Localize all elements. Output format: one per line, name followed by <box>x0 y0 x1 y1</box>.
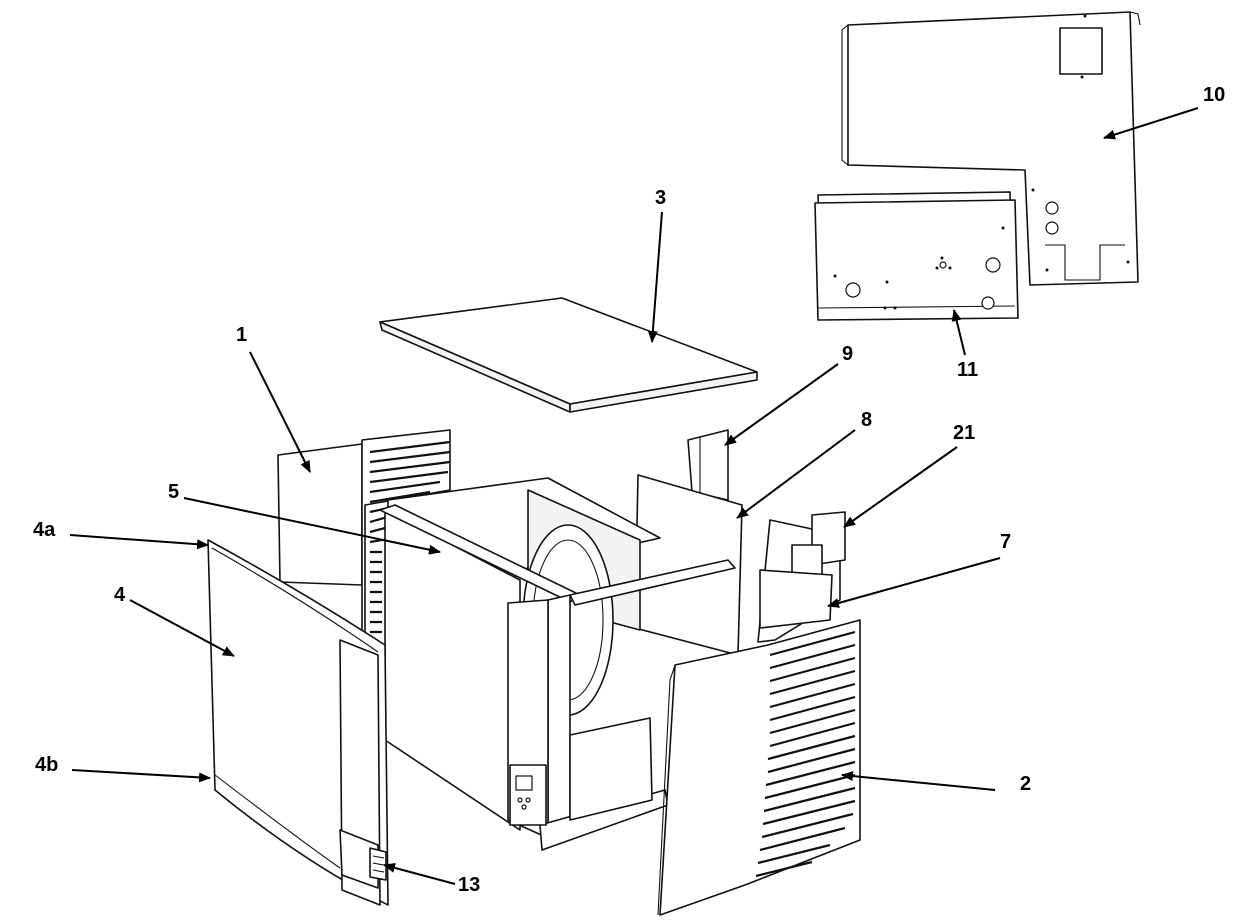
callout-13: 13 <box>458 874 481 896</box>
top-cover-part <box>379 297 758 413</box>
right-louver-grille <box>755 630 856 878</box>
callout-11: 11 <box>957 359 979 381</box>
callout-3: 3 <box>655 187 667 209</box>
sub-panel-part <box>814 191 1019 321</box>
right-bracket-part <box>757 511 846 643</box>
back-panel-part <box>841 11 1141 286</box>
control-display <box>509 764 547 826</box>
callout-4b: 4b <box>35 754 59 776</box>
callout-7: 7 <box>1000 531 1012 553</box>
callout-5: 5 <box>168 481 180 503</box>
right-side-panel-part <box>657 619 861 916</box>
callout-4a: 4a <box>33 519 56 541</box>
leader-lines <box>69 107 1199 885</box>
door-handle-part <box>339 829 387 889</box>
callout-2: 2 <box>1020 773 1032 795</box>
left-side-panel-part <box>277 429 451 641</box>
callout-10: 10 <box>1203 84 1226 106</box>
rear-post-part <box>687 429 729 501</box>
main-frame-part <box>379 477 736 851</box>
callout-9: 9 <box>842 343 854 365</box>
callout-8: 8 <box>861 409 873 431</box>
callout-1: 1 <box>236 324 248 346</box>
front-door-part <box>207 539 389 906</box>
callout-4: 4 <box>114 584 126 606</box>
callout-21: 21 <box>953 422 976 444</box>
